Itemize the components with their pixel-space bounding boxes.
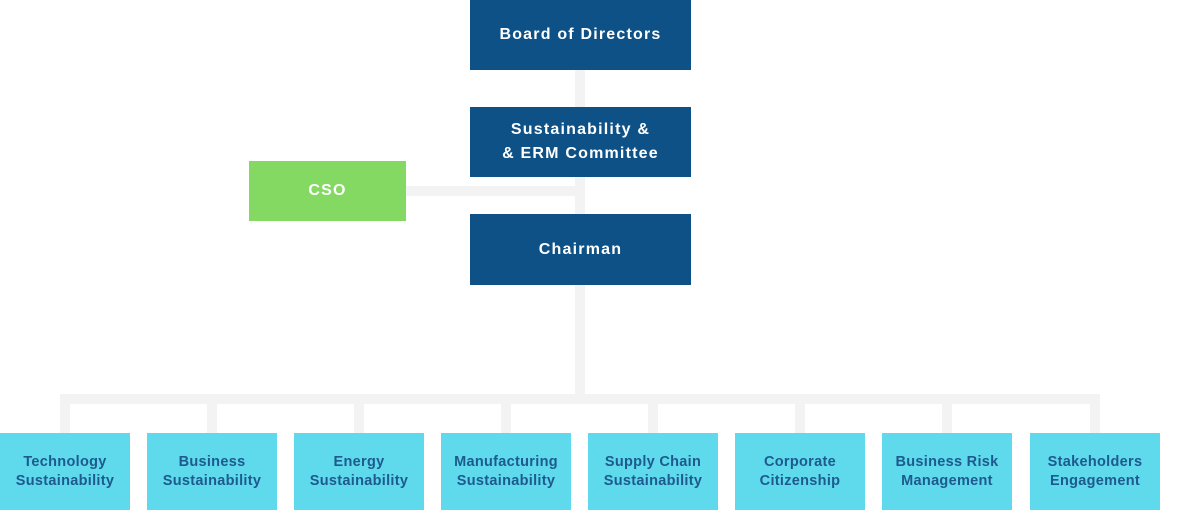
node-dept-supply-chain-sustainability: Supply Chain Sustainability: [588, 433, 718, 510]
connector-stub-technology: [60, 404, 70, 433]
connector-board-to-committee: [575, 70, 585, 107]
dept-label: Energy Sustainability: [309, 453, 409, 489]
node-dept-business-risk-management: Business Risk Management: [882, 433, 1012, 510]
connector-stub-energy: [354, 404, 364, 433]
connector-chairman-to-bar: [575, 285, 585, 394]
node-dept-energy-sustainability: Energy Sustainability: [294, 433, 424, 510]
dept-label: Manufacturing Sustainability: [454, 453, 558, 489]
connector-committee-to-chairman: [575, 177, 585, 214]
node-dept-business-sustainability: Business Sustainability: [147, 433, 277, 510]
connector-stub-business: [207, 404, 217, 433]
node-dept-manufacturing-sustainability: Manufacturing Sustainability: [441, 433, 571, 510]
node-board-of-directors: Board of Directors: [470, 0, 691, 70]
connector-stub-stakeholders: [1090, 404, 1100, 433]
connector-horizontal-bar: [60, 394, 1100, 404]
node-dept-stakeholders-engagement: Stakeholders Engagement: [1030, 433, 1160, 510]
connector-stub-corporate: [795, 404, 805, 433]
dept-label: Business Risk Management: [895, 453, 999, 489]
node-chairman: Chairman: [470, 214, 691, 285]
node-dept-corporate-citizenship: Corporate Citizenship: [735, 433, 865, 510]
connector-stub-manufacturing: [501, 404, 511, 433]
node-cso: CSO: [249, 161, 406, 221]
node-label-line2: & ERM Committee: [502, 145, 659, 162]
connector-stub-supply-chain: [648, 404, 658, 433]
node-label: Chairman: [538, 240, 623, 258]
dept-label: Technology Sustainability: [15, 453, 115, 489]
dept-label: Corporate Citizenship: [759, 453, 841, 489]
dept-label: Supply Chain Sustainability: [603, 453, 703, 489]
node-sustainability-erm-committee: Sustainability & & ERM Committee: [470, 107, 691, 177]
connector-stub-business-risk: [942, 404, 952, 433]
dept-label: Stakeholders Engagement: [1047, 453, 1143, 489]
node-dept-technology-sustainability: Technology Sustainability: [0, 433, 130, 510]
dept-label: Business Sustainability: [162, 453, 262, 489]
node-label-line1: Sustainability &: [510, 121, 651, 138]
connector-cso-branch: [406, 186, 575, 196]
node-label: Board of Directors: [499, 26, 662, 43]
node-label: CSO: [308, 182, 347, 199]
